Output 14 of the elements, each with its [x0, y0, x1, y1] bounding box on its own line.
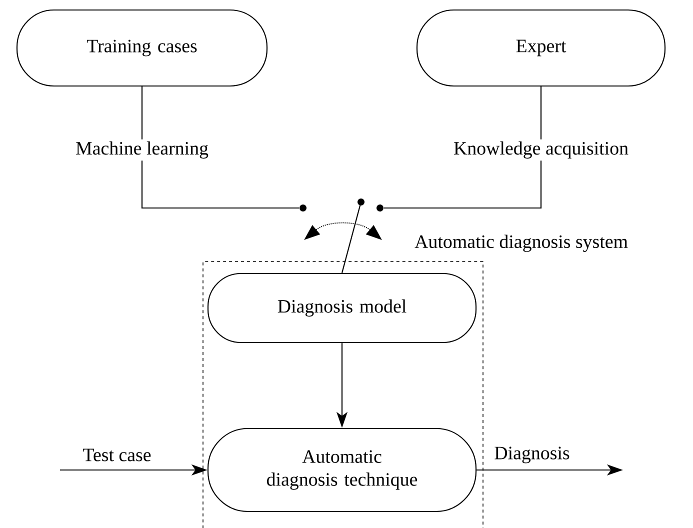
connector — [384, 86, 542, 209]
rounded-box: Diagnosis model — [207, 272, 477, 344]
edge-label: Test case — [83, 448, 151, 462]
edge-label: Diagnosis — [494, 446, 570, 464]
switch-contact — [300, 204, 306, 212]
connector — [141, 86, 299, 209]
rounded-box: Automatic diagnosis technique — [207, 428, 477, 512]
rounded-box: Expert — [416, 9, 666, 87]
edge-label: Knowledge acquisition — [451, 139, 631, 161]
group-heading: Automatic diagnosis system — [414, 234, 628, 252]
edge-label: Machine learning — [74, 139, 210, 161]
switch-contact — [376, 204, 384, 212]
switch-contact — [358, 198, 364, 206]
rounded-box: Training cases — [16, 9, 268, 87]
